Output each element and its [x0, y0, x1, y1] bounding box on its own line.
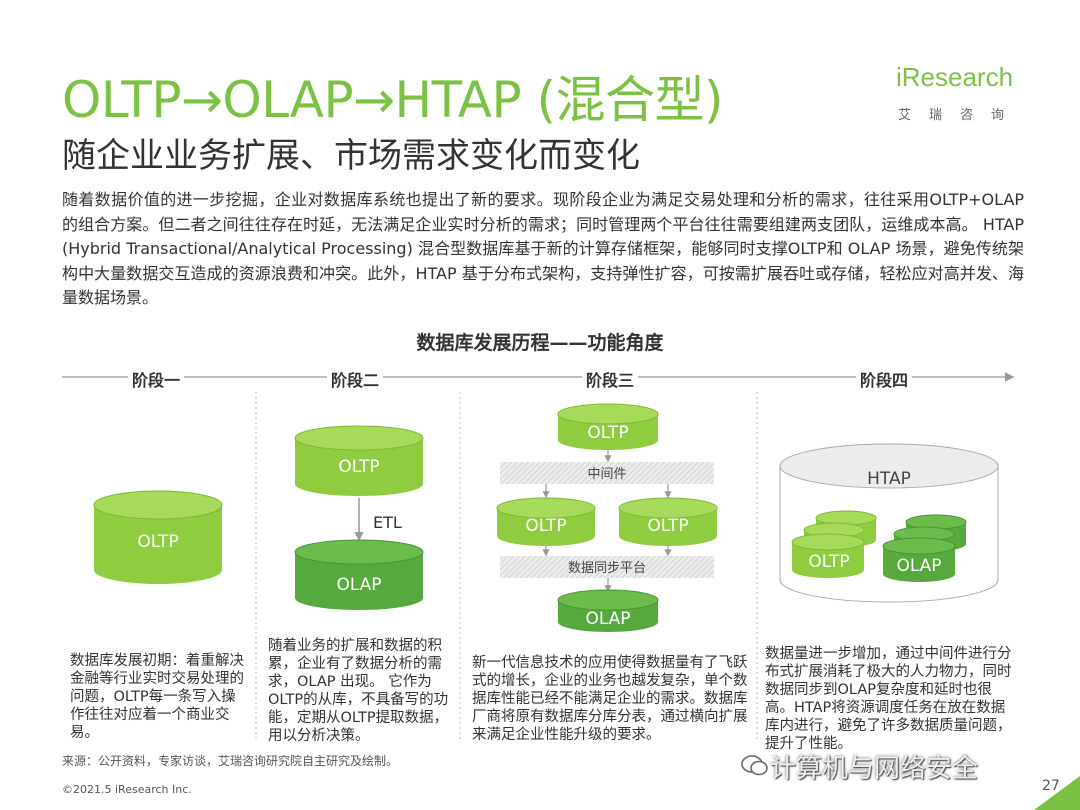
stage2-olap-label: OLAP [336, 575, 381, 595]
sync-platform-bar [500, 556, 714, 578]
stage3-right-oltp-label: OLTP [647, 516, 688, 536]
intro-paragraph: 随着数据价值的进一步挖掘，企业对数据库系统也提出了新的要求。现阶段企业为满足交易… [62, 190, 1024, 307]
stage-1-description: 数据库发展初期：着重解决金融等行业实时交易处理的问题，OLTP每一条写入操作往往… [70, 653, 244, 741]
stage3-top-oltp-cylinder: OLTP [557, 403, 659, 450]
stage-1-label: 阶段一 [128, 367, 185, 391]
middleware-label: 中间件 [587, 467, 626, 482]
stage4-olap-stack: OLAP [882, 514, 967, 582]
page-number: 27 [1042, 778, 1060, 794]
stage3-top-oltp-label: OLTP [587, 423, 628, 443]
middleware-bar [500, 462, 714, 484]
stage1-oltp-label: OLTP [137, 532, 178, 552]
stage2-oltp-cylinder: OLTP [294, 425, 424, 496]
stage-2-label: 阶段二 [327, 367, 384, 391]
watermark-text: 计算机与网络安全 [770, 754, 979, 784]
stage-4-label: 阶段四 [856, 367, 913, 391]
stage3-olap-cylinder: OLAP [557, 589, 659, 632]
stage1-oltp-cylinder: OLTP [93, 490, 223, 584]
stage4-olap-label: OLAP [896, 556, 941, 576]
stage2-oltp-label: OLTP [338, 457, 379, 477]
sync-platform-label: 数据同步平台 [568, 561, 646, 576]
page-subtitle: 随企业业务扩展、市场需求变化而变化 [62, 136, 640, 176]
source-note: 来源：公开资料，专家访谈，艾瑞咨询研究院自主研究及绘制。 [62, 754, 399, 768]
stage2-olap-cylinder: OLAP [294, 539, 424, 610]
stage4-htap-label: HTAP [867, 469, 911, 489]
corner-decoration [1034, 776, 1080, 810]
stage-3-description: 新一代信息技术的应用使得数据量有了飞跃式的增长，企业的业务也越发复杂，单个数据库… [472, 655, 748, 743]
page-title: OLTP→OLAP→HTAP (混合型) [62, 71, 724, 129]
stage-2-description: 随着业务的扩展和数据的积累，企业有了数据分析的需求，OLAP 出现。 它作为OL… [268, 638, 449, 744]
stage3-left-oltp-label: OLTP [525, 516, 566, 536]
etl-label: ETL [373, 513, 402, 532]
stage3-olap-label: OLAP [585, 609, 630, 629]
stage-4-description: 数据量进一步增加，通过中间件进行分布式扩展消耗了极大的人力物力，同时数据同步到O… [765, 646, 1012, 752]
iresearch-logo: iResearch 艾瑞咨询 [896, 62, 1026, 124]
stage4-oltp-stack: OLTP [791, 510, 877, 578]
wechat-icon [741, 755, 768, 776]
stage-3-label: 阶段三 [582, 367, 639, 391]
copyright: ©2021.5 iResearch Inc. [62, 783, 192, 796]
logo-cn-text: 艾瑞咨询 [898, 108, 1023, 123]
stage3-left-oltp-cylinder: OLTP [496, 497, 596, 546]
diagram-title: 数据库发展历程——功能角度 [416, 332, 664, 354]
stage4-oltp-label: OLTP [808, 552, 849, 572]
stage3-right-oltp-cylinder: OLTP [618, 497, 718, 546]
logo-text: iResearch [896, 62, 1014, 92]
